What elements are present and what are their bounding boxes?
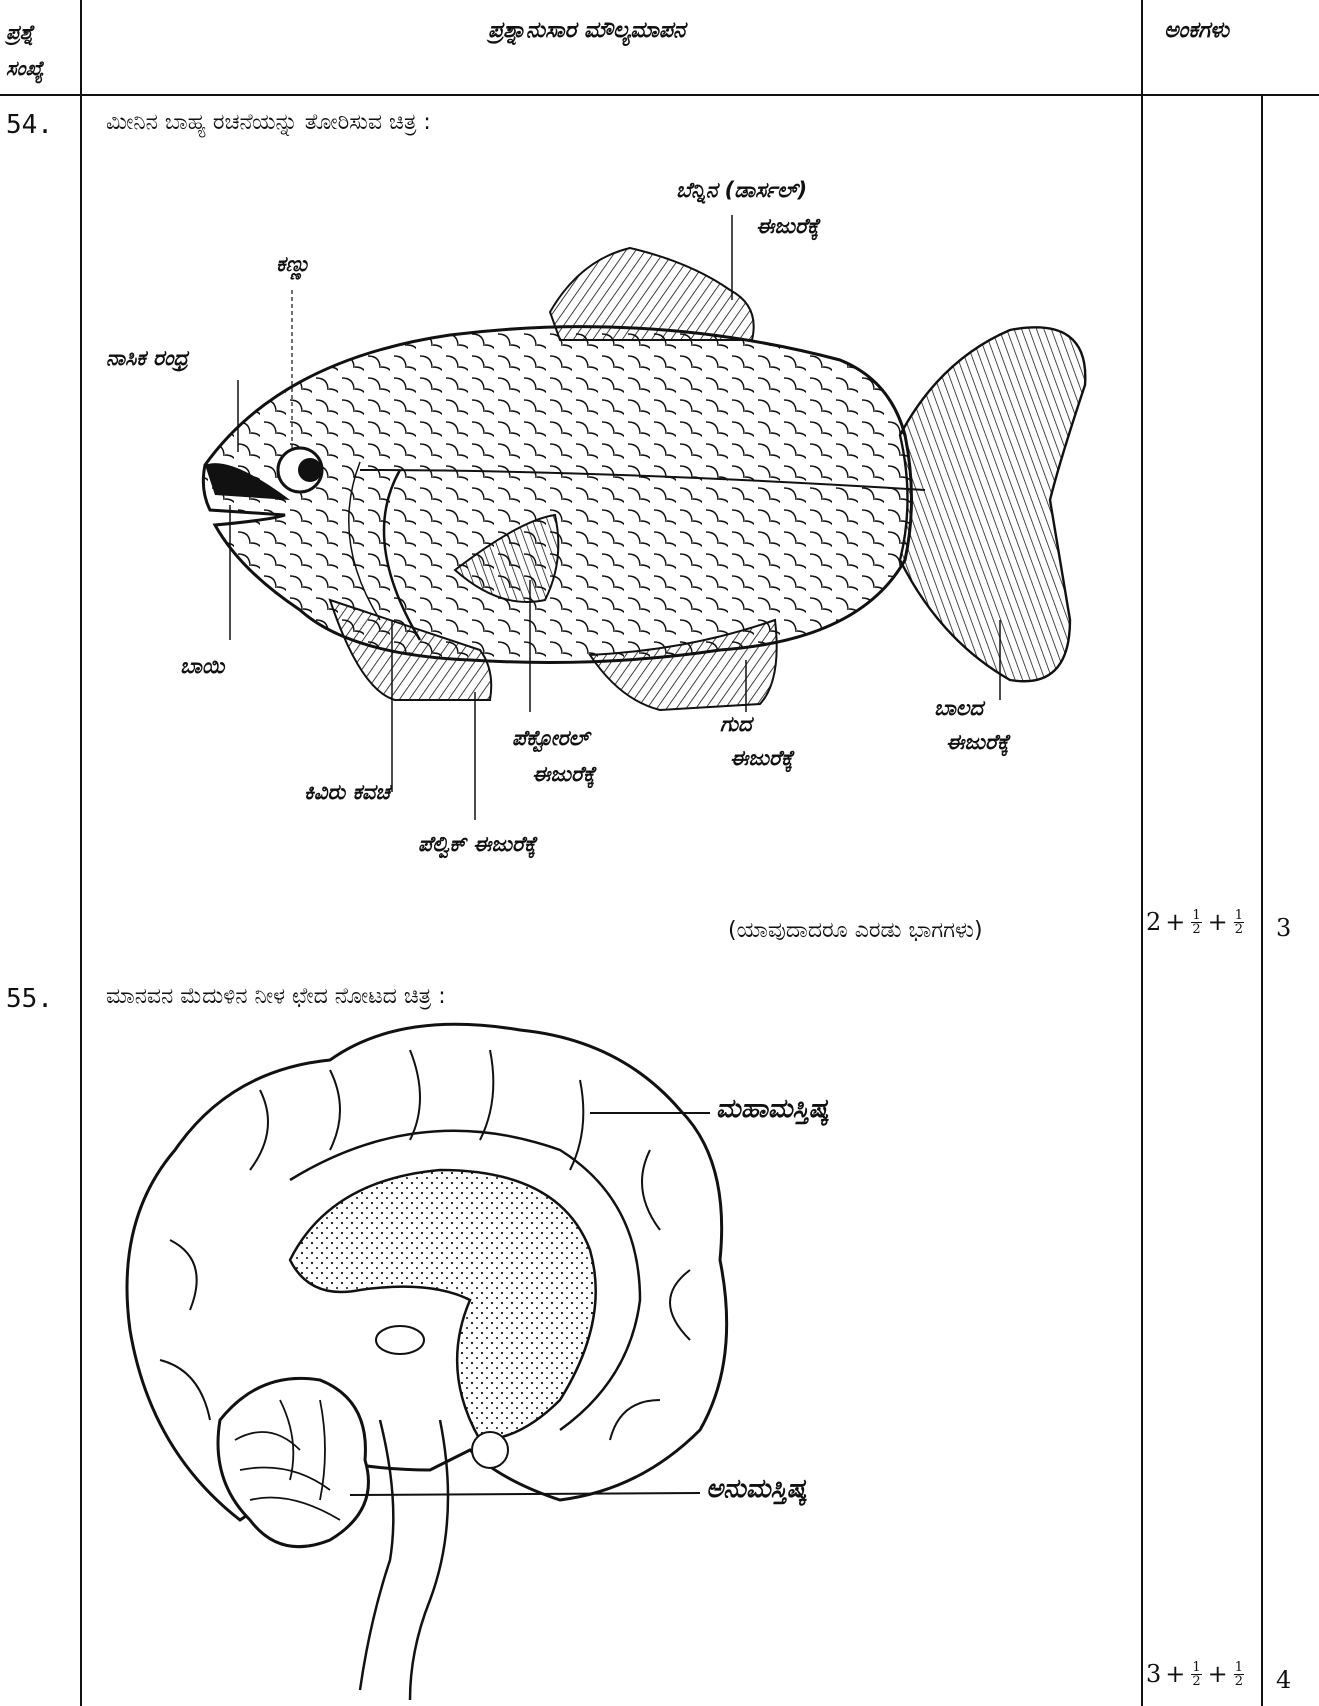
label-cerebellum: ಅನುಮಸ್ತಿಷ್ಕ <box>706 1474 807 1505</box>
header-marks: ಅಂಕಗಳು <box>1164 18 1229 43</box>
table-border-marks-col <box>1141 0 1143 1706</box>
brain-diagram <box>0 0 1141 1706</box>
marks-total-55: 4 <box>1276 1666 1291 1694</box>
marks-total-54: 3 <box>1276 914 1291 942</box>
marks-whole-54: 2 <box>1146 908 1161 936</box>
table-border-total-col <box>1261 96 1263 1706</box>
marks-whole-55: 3 <box>1146 1660 1161 1688</box>
label-cerebrum: ಮಹಾಮಸ್ತಿಷ್ಕ <box>716 1094 829 1125</box>
